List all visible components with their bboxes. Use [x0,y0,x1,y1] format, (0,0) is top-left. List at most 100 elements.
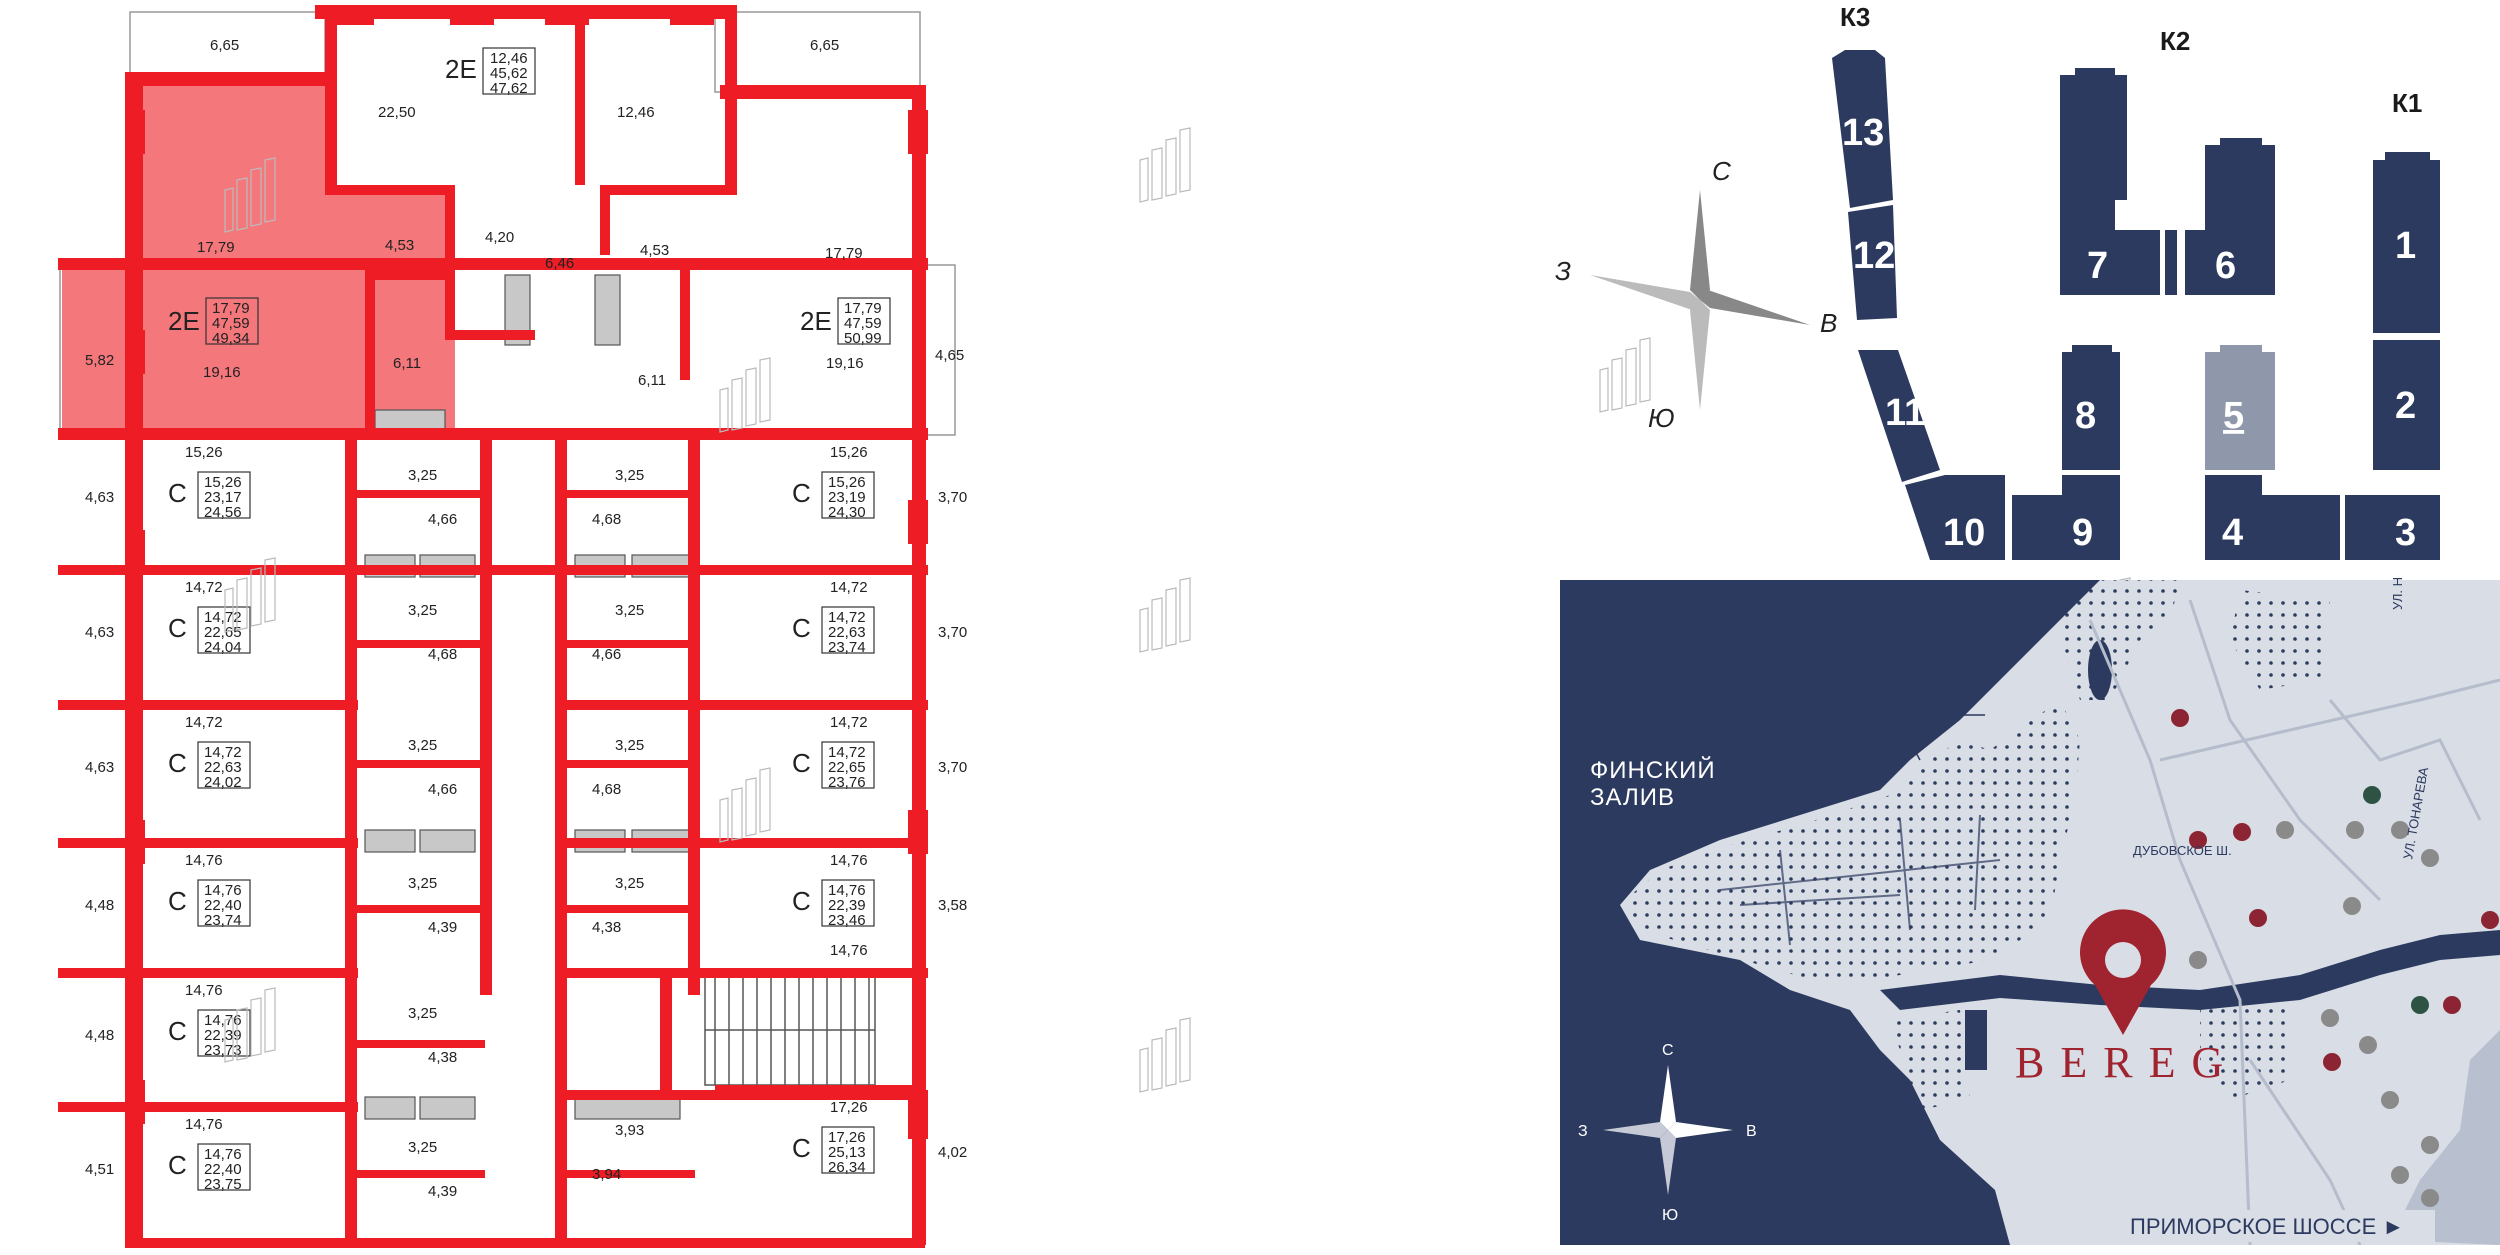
poi-marker[interactable] [2359,1036,2377,1054]
unit-area: 23,75 [204,1176,242,1193]
unit-area: 23,17 [204,489,242,506]
building-number: 11 [1885,392,1925,434]
poi-marker[interactable] [2276,821,2294,839]
building-5[interactable]: 5 [2205,345,2275,470]
walls [58,5,928,1248]
watermark-logo-icon [1139,127,1191,203]
building-4[interactable]: 4 [2205,475,2340,560]
room-area: 6,46 [545,255,574,272]
unit-area-living: 12,46 [490,50,528,67]
location-pin-icon[interactable] [2080,909,2166,1035]
room-area: 4,53 [385,237,414,254]
building-1[interactable]: 1 [2373,152,2440,333]
room-area: 14,72 [185,714,223,731]
compass-west-label: З [1555,256,1571,286]
poi-marker[interactable] [2323,1053,2341,1071]
watermark-logo-icon [224,987,276,1063]
unit-type: 2Е [445,54,477,84]
poi-marker[interactable] [2443,996,2461,1014]
unit-area: 14,76 [204,882,242,899]
building-11[interactable]: 11 [1858,350,1940,482]
poi-marker[interactable] [2343,897,2361,915]
unit-type: С [792,1133,811,1163]
room-area: 14,72 [830,714,868,731]
street-label: ДУБОВСКОЕ Ш. [2133,843,2232,858]
unit-type: 2Е [168,306,200,336]
poi-marker[interactable] [2363,786,2381,804]
room-area: 15,26 [830,444,868,461]
section-label-k3: К3 [1840,2,1870,32]
poi-marker[interactable] [2321,1009,2339,1027]
unit-labels-top: 2Е 12,46 45,62 47,62 2Е 17,79 47,59 49,3… [85,37,964,389]
balcony-area: 3,58 [938,897,967,914]
section-label-k1: К1 [2392,88,2422,118]
poi-marker[interactable] [2391,821,2409,839]
unit-area: 23,46 [828,912,866,929]
unit-area: 14,72 [204,609,242,626]
bath-area: 3,93 [615,1122,644,1139]
unit-area-living: 17,79 [844,300,882,317]
unit-type: С [168,478,187,508]
unit-area-full: 47,62 [490,80,528,97]
poi-marker[interactable] [2421,1136,2439,1154]
bath-area: 3,25 [408,875,437,892]
selected-apartment[interactable] [62,78,455,435]
site-plan: К3 К2 К1 13 12 11 10 9 8 7 6 4 3 2 1 5 [1832,2,2440,560]
building-number: 4 [2222,512,2243,554]
building-9[interactable]: 9 [2012,475,2120,560]
building-6[interactable]: 6 [2185,138,2275,295]
poi-marker[interactable] [2189,951,2207,969]
compass-south-label: Ю [1662,1207,1678,1224]
poi-marker[interactable] [2233,823,2251,841]
building-12[interactable]: 12 [1848,205,1897,320]
building-13[interactable]: 13 [1832,50,1893,208]
poi-marker[interactable] [2411,996,2429,1014]
room-area: 6,65 [210,37,239,54]
building-7[interactable]: 7 [2060,68,2160,295]
unit-badge-top-right[interactable]: 2Е 17,79 47,59 50,99 [800,297,891,347]
unit-area: 14,76 [204,1146,242,1163]
hall-area: 4,39 [428,1183,457,1200]
hall-area: 4,66 [592,646,621,663]
bath-area: 3,25 [615,467,644,484]
poi-marker[interactable] [2421,849,2439,867]
poi-marker[interactable] [2346,821,2364,839]
room-area: 14,76 [830,942,868,959]
bath-area: 3,25 [615,602,644,619]
poi-marker[interactable] [2381,1091,2399,1109]
compass-east-label: В [1820,308,1837,338]
poi-marker[interactable] [2189,831,2207,849]
unit-area: 22,63 [204,759,242,776]
bath-area: 3,25 [615,737,644,754]
unit-badge-selected[interactable]: 2Е 17,79 47,59 49,34 [168,297,259,347]
room-area: 14,76 [830,852,868,869]
poi-marker[interactable] [2171,709,2189,727]
poi-marker[interactable] [2249,909,2267,927]
unit-badge-top-center[interactable]: 2Е 12,46 45,62 47,62 [445,47,536,97]
poi-marker[interactable] [2391,1166,2409,1184]
compass-north-label: С [1662,1042,1674,1059]
room-area: 14,72 [830,579,868,596]
poi-marker[interactable] [2421,1189,2439,1207]
building-2[interactable]: 2 [2373,340,2440,470]
building-number: 6 [2215,245,2236,287]
room-area: 4,20 [485,229,514,246]
building-8[interactable]: 8 [2062,345,2120,470]
building-10[interactable]: 10 [1905,475,2005,560]
unit-area: 24,02 [204,774,242,791]
building-3[interactable]: 3 [2345,495,2440,560]
poi-marker[interactable] [2481,911,2499,929]
unit-type: С [792,478,811,508]
